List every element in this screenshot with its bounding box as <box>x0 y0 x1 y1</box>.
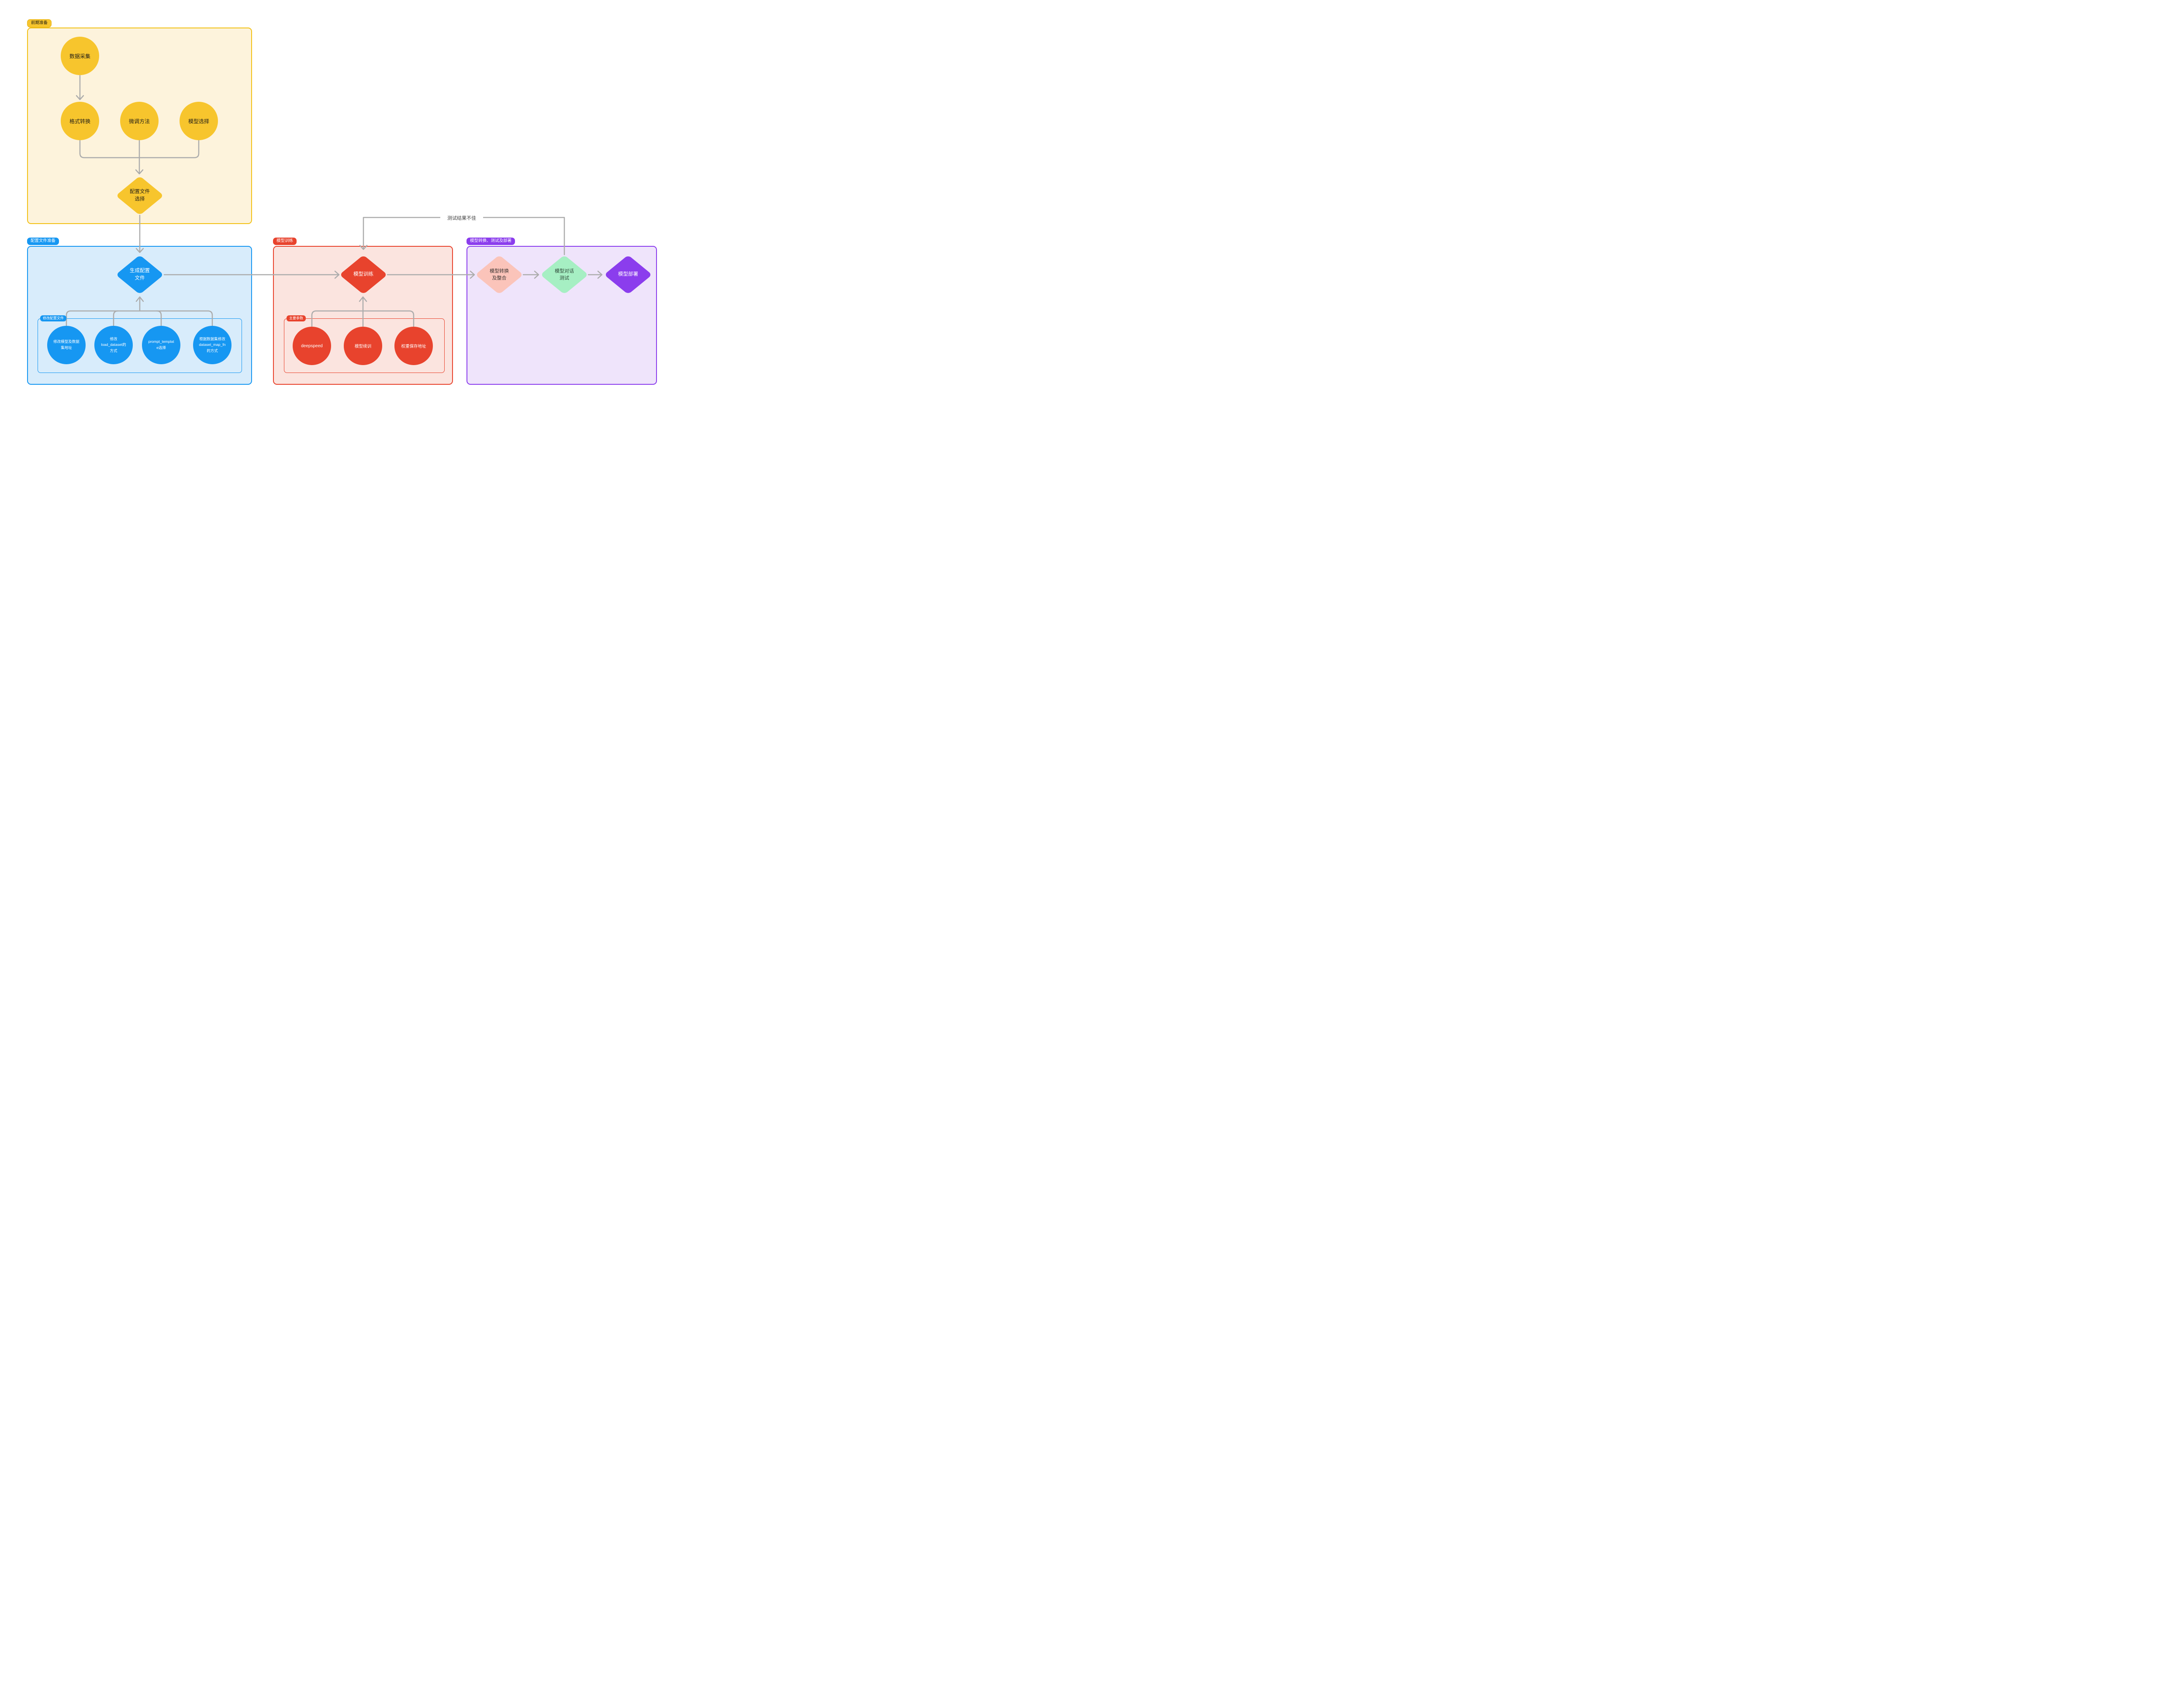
node-generate-config-file[interactable]: 生成配置 文件 <box>115 255 164 295</box>
node-finetune-method[interactable]: 微调方法 <box>120 102 159 140</box>
node-config-file-selection[interactable]: 配置文件 选择 <box>115 176 164 216</box>
node-label: 模型对话 测试 <box>555 268 574 281</box>
feedback-edge-label: 测试结果不佳 <box>440 214 483 222</box>
node-label: 配置文件 选择 <box>130 189 150 202</box>
badge-model-training[interactable]: 模型训练 <box>273 238 297 245</box>
node-model-selection[interactable]: 模型选择 <box>180 102 218 140</box>
node-label: 权重保存地址 <box>401 344 426 349</box>
flowchart-canvas: 测试结果不佳 前期准备 配置文件准备 模型训练 模型转换、测试及部署 修改配置文… <box>0 0 675 407</box>
node-model-convert-merge[interactable]: 模型转换 及整合 <box>475 255 524 295</box>
badge-modify-config-file[interactable]: 修改配置文件 <box>40 315 66 321</box>
node-label: 微调方法 <box>128 118 150 124</box>
node-model-training[interactable]: 模型训练 <box>339 255 388 295</box>
node-model-deploy[interactable]: 模型部署 <box>604 255 653 295</box>
node-data-collection[interactable]: 数据采集 <box>61 37 99 75</box>
node-label: prompt_templat e选择 <box>148 339 174 350</box>
node-label: 数据采集 <box>69 53 90 59</box>
node-label: 修改模型及数据 集地址 <box>53 339 79 350</box>
node-label: 生成配置 文件 <box>130 268 150 281</box>
node-deepspeed[interactable]: deepspeed <box>293 327 331 365</box>
node-format-conversion[interactable]: 格式转换 <box>61 102 99 140</box>
badge-preparation[interactable]: 前期准备 <box>27 19 52 28</box>
node-label: 模型转换 及整合 <box>490 268 509 281</box>
node-modify-load-dataset[interactable]: 修改 load_dataset的 方式 <box>94 326 133 364</box>
node-modify-model-dataset-addr[interactable]: 修改模型及数据 集地址 <box>47 326 86 364</box>
badge-main-params[interactable]: 主要参数 <box>287 315 306 321</box>
badge-convert-test-deploy[interactable]: 模型转换、测试及部署 <box>467 238 515 245</box>
node-label: 模型部署 <box>618 272 638 277</box>
node-prompt-template-choice[interactable]: prompt_templat e选择 <box>142 326 180 364</box>
node-label: deepspeed <box>301 343 323 349</box>
node-dataset-map-fn[interactable]: 根据数据集修改 dataset_map_fn 的方式 <box>193 326 232 364</box>
node-label: 模型续训 <box>354 344 371 349</box>
node-model-chat-test[interactable]: 模型对话 测试 <box>540 255 589 295</box>
node-label: 根据数据集修改 dataset_map_fn 的方式 <box>199 336 226 353</box>
node-model-resume[interactable]: 模型续训 <box>344 327 382 365</box>
node-label: 模型训练 <box>353 272 373 277</box>
node-weight-save-path[interactable]: 权重保存地址 <box>394 327 433 365</box>
node-label: 修改 load_dataset的 方式 <box>101 336 126 353</box>
node-label: 模型选择 <box>188 118 209 124</box>
node-label: 格式转换 <box>69 118 90 124</box>
badge-config-file[interactable]: 配置文件准备 <box>27 238 59 245</box>
